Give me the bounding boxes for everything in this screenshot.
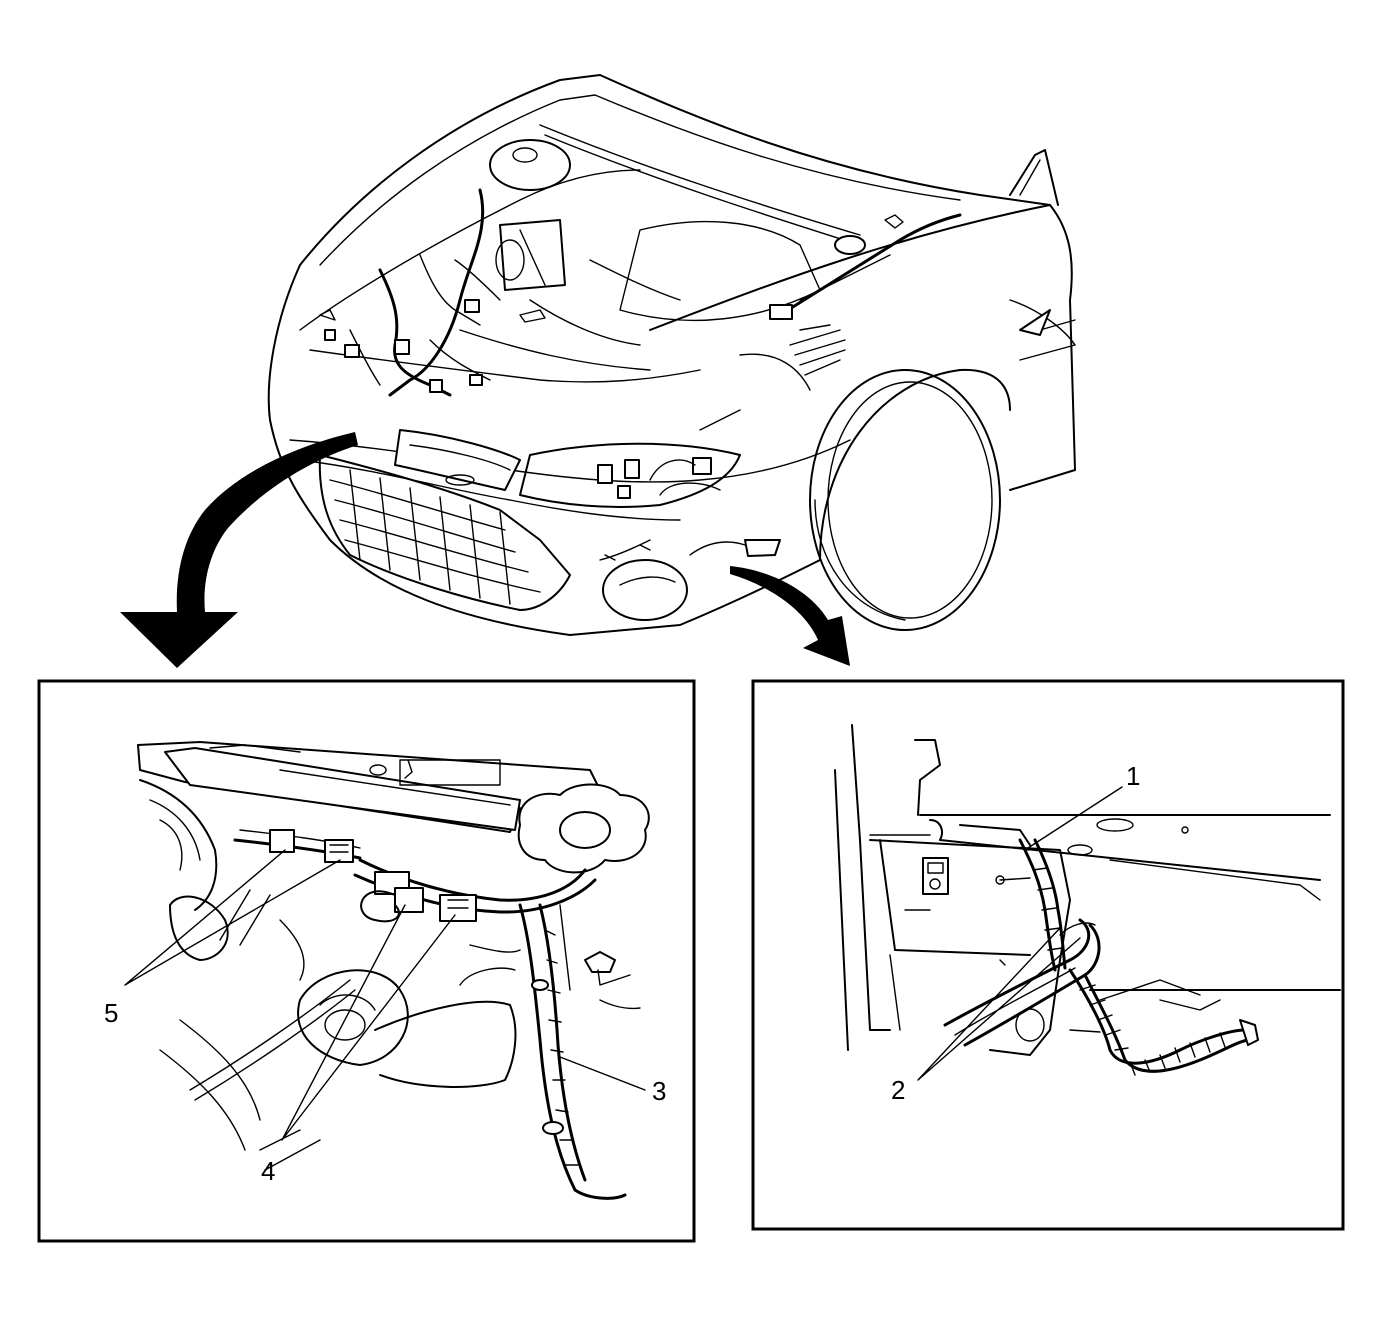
callout-5: 5: [104, 998, 118, 1028]
cowl-vent: [789, 324, 846, 376]
right-detail-panel: 1 2: [751, 679, 1345, 1231]
air-box: [499, 219, 566, 291]
corrugated-harness: [1068, 968, 1247, 1065]
leader-5: [124, 849, 341, 986]
hood-outline: [299, 74, 1051, 331]
harness-branch-3: [518, 903, 627, 1200]
left-detail-panel: 5 4 3: [37, 679, 696, 1243]
strut-tower: [489, 139, 571, 191]
leader-2: [917, 927, 1081, 1081]
callout-3: 3: [652, 1076, 666, 1106]
horn: [297, 969, 409, 1066]
harness-clip-2: [943, 918, 1091, 1027]
front-bumper-outline: [269, 419, 821, 636]
curved-arrow-down-right: [730, 566, 850, 666]
car-front-view: [267, 74, 1076, 636]
callout-4: 4: [261, 1156, 275, 1186]
leader-1: [1027, 786, 1123, 849]
fog-lamp: [602, 559, 688, 621]
headlamp-assembly: [519, 442, 741, 508]
reservoir-cap: [517, 783, 650, 874]
front-wheel: [809, 368, 1011, 631]
front-grille: [318, 454, 571, 611]
connector-5a: [269, 829, 295, 853]
connector-5b: [324, 839, 354, 863]
callout-1: 1: [1126, 761, 1140, 791]
curved-arrow-down-left: [120, 432, 358, 668]
engine-harness: [388, 188, 485, 397]
side-marker-lamp: [1019, 309, 1051, 336]
leader-3: [559, 1056, 646, 1091]
callout-2: 2: [891, 1075, 905, 1105]
leader-4: [281, 904, 456, 1141]
bracket-slot: [922, 857, 949, 895]
